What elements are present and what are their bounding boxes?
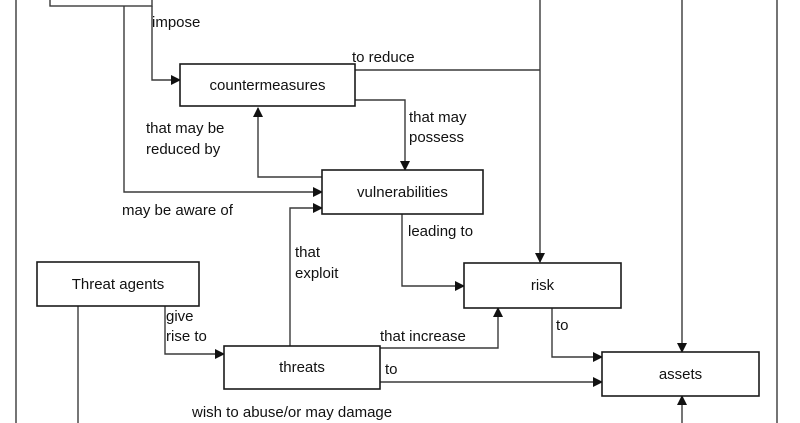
label-reduced-by-line1: that may be	[146, 120, 224, 137]
label-give-rise-line2: rise to	[166, 328, 207, 345]
label-that-increase: that increase	[380, 328, 466, 345]
label-to-reduce: to reduce	[352, 49, 415, 66]
label-that-exploit-line2: exploit	[295, 265, 339, 282]
node-risk[interactable]: risk	[463, 262, 622, 309]
edge-leading-to	[401, 214, 465, 291]
owners-box-partial	[49, 0, 153, 7]
label-aware-of: may be aware of	[122, 202, 234, 219]
label-threats-to: to	[385, 361, 398, 378]
label-leading-to: leading to	[408, 223, 473, 240]
edge-that-may-possess	[355, 99, 410, 171]
label-that-may-possess-line1: that may	[409, 109, 467, 126]
node-risk-label: risk	[531, 277, 555, 294]
node-threat-agents[interactable]: Threat agents	[36, 261, 200, 307]
edge-risk-to-assets	[551, 308, 603, 362]
node-assets[interactable]: assets	[601, 351, 760, 397]
edge-that-increase	[380, 307, 503, 349]
edge-reduced-by	[253, 107, 322, 178]
node-threats[interactable]: threats	[223, 345, 381, 390]
label-give-rise-line1: give	[166, 308, 194, 325]
label-wish-to-abuse: wish to abuse/or may damage	[191, 404, 392, 421]
node-vulnerabilities-label: vulnerabilities	[357, 184, 448, 201]
node-threats-label: threats	[279, 359, 325, 376]
label-risk-to: to	[556, 317, 569, 334]
edge-aware-of	[123, 6, 323, 197]
node-countermeasures[interactable]: countermeasures	[179, 63, 356, 107]
label-impose: impose	[152, 14, 200, 31]
node-countermeasures-label: countermeasures	[210, 77, 326, 94]
edge-give-rise-to	[164, 306, 225, 359]
label-reduced-by-line2: reduced by	[146, 141, 221, 158]
label-that-may-possess-line2: possess	[409, 129, 464, 146]
node-vulnerabilities[interactable]: vulnerabilities	[321, 169, 484, 215]
edge-that-exploit	[289, 203, 323, 346]
node-threat-agents-label: Threat agents	[72, 276, 165, 293]
edge-impose	[151, 6, 181, 85]
node-assets-label: assets	[659, 366, 702, 383]
label-that-exploit-line1: that	[295, 244, 321, 261]
